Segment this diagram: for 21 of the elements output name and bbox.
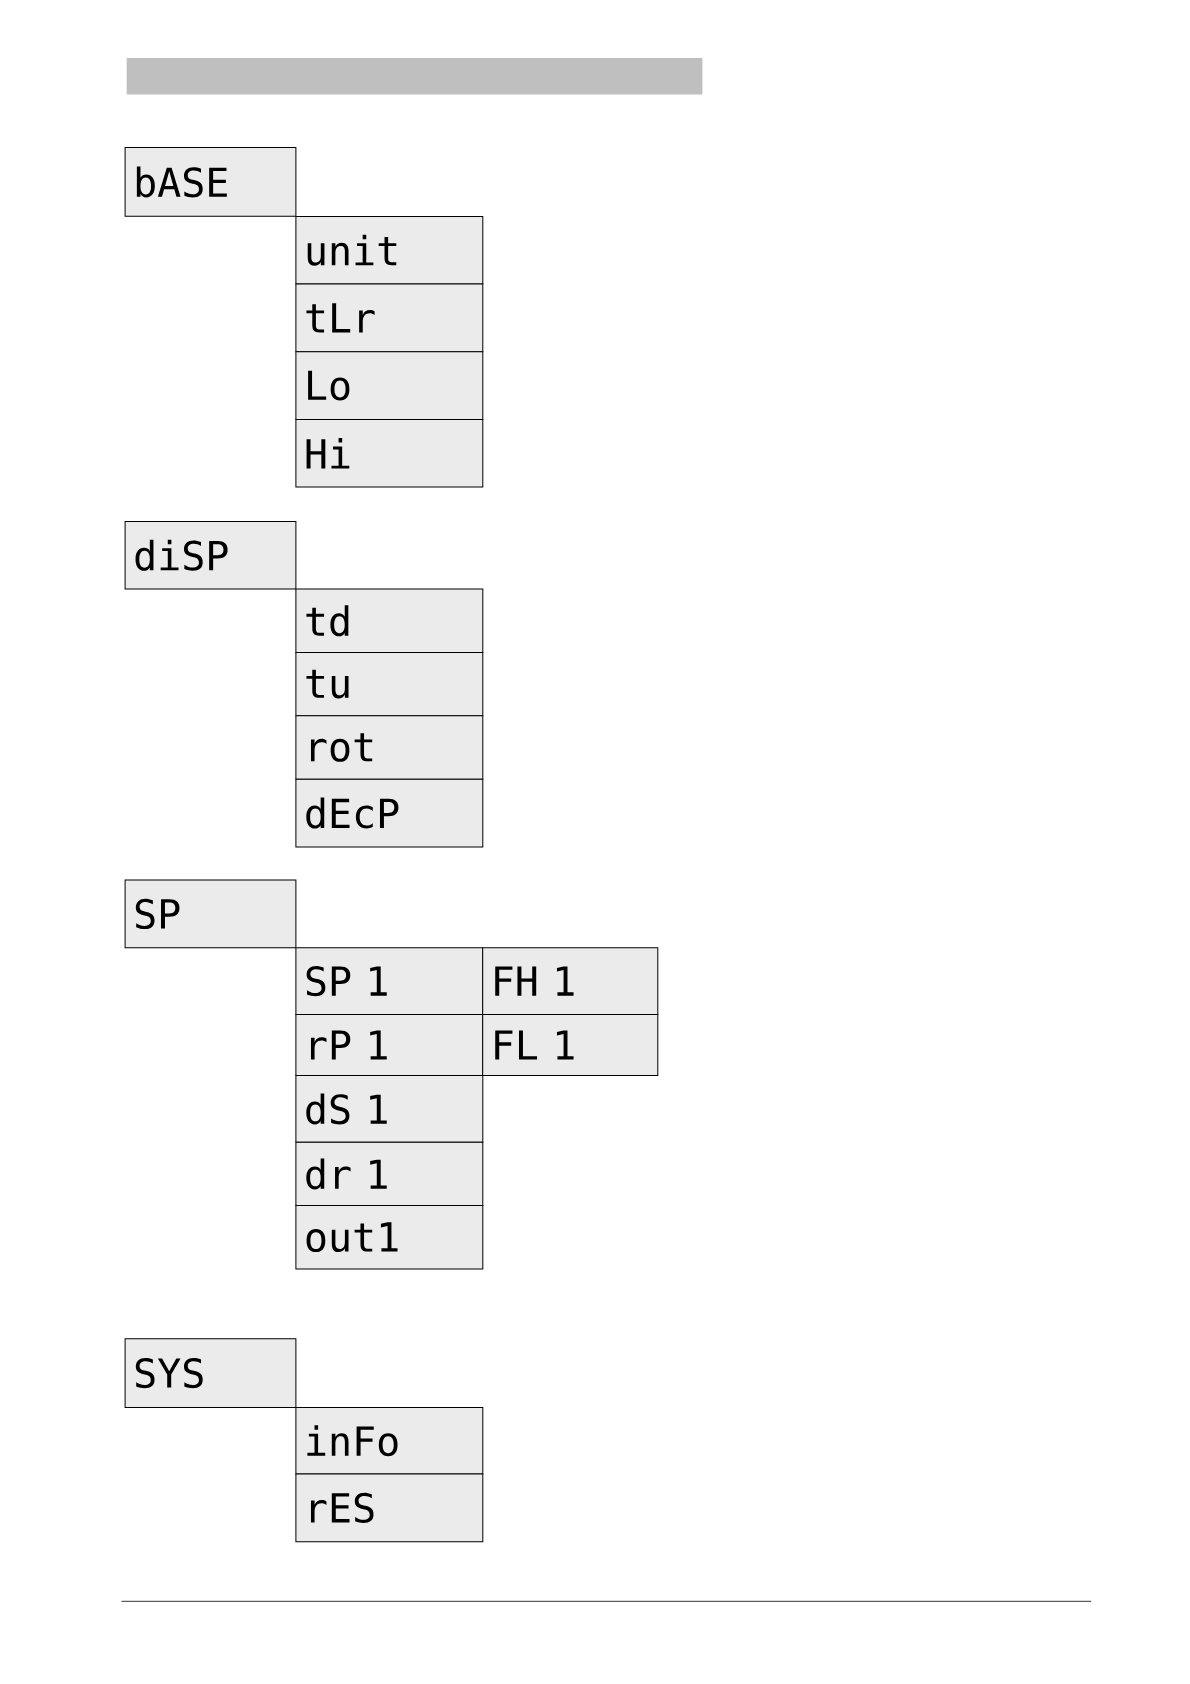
- display-box: Hi: [295, 418, 484, 488]
- display-box: rot: [295, 715, 484, 780]
- display-box: tLr: [295, 283, 484, 353]
- display-box: dr 1: [295, 1141, 484, 1207]
- display-box: Lo: [295, 351, 484, 420]
- display-box: td: [295, 588, 484, 653]
- display-box: inFo: [295, 1406, 484, 1475]
- display-box: bASE: [124, 147, 297, 217]
- display-box: dS 1: [295, 1075, 484, 1143]
- display-box: rES: [295, 1473, 484, 1543]
- display-box: out1: [295, 1205, 484, 1270]
- display-box: FH 1: [482, 947, 659, 1015]
- display-box: rP 1: [295, 1013, 484, 1077]
- display-box: SYS: [124, 1338, 297, 1408]
- display-box: SP: [124, 879, 297, 949]
- display-box: diSP: [124, 520, 297, 590]
- display-box: FL 1: [482, 1013, 659, 1077]
- display-box: SP 1: [295, 947, 484, 1015]
- display-box: tu: [295, 651, 484, 717]
- display-box: unit: [295, 215, 484, 285]
- display-box: dEcP: [295, 778, 484, 848]
